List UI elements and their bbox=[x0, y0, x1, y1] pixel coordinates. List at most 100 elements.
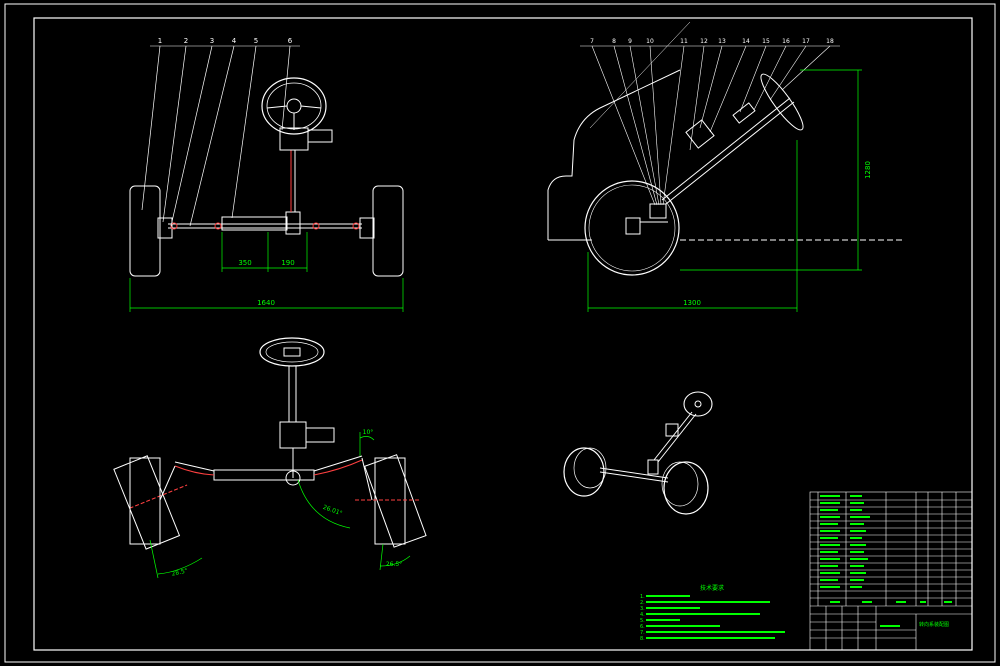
top-hub bbox=[283, 347, 301, 357]
joint bbox=[312, 222, 320, 230]
leader-line bbox=[141, 45, 161, 211]
top-left-wheel bbox=[113, 455, 188, 550]
top-right-tie-rod bbox=[313, 459, 363, 476]
top-left-tie-rod bbox=[174, 465, 215, 476]
callout-4: 4 bbox=[232, 37, 237, 45]
dim-190: 190 bbox=[281, 259, 294, 267]
leader-line bbox=[189, 45, 235, 227]
body-outline bbox=[547, 69, 681, 240]
front-right-wheel bbox=[372, 185, 404, 277]
side-dimensions bbox=[587, 69, 862, 312]
title-block bbox=[809, 491, 973, 651]
top-angle-dimensions bbox=[149, 432, 411, 579]
leader-line bbox=[170, 45, 213, 227]
iso-steering-wheel bbox=[683, 391, 713, 417]
front-left-wheel bbox=[129, 185, 161, 277]
bom-text-bars bbox=[820, 495, 952, 627]
top-steering-wheel bbox=[259, 337, 325, 367]
iso-hub bbox=[694, 400, 702, 408]
side-column-motor bbox=[732, 102, 756, 124]
front-view: 1 2 3 4 5 6 350 190 1640 bbox=[129, 37, 404, 312]
side-column-gearbox bbox=[685, 119, 715, 149]
callout-10: 10 bbox=[646, 38, 654, 45]
side-gearbox bbox=[649, 203, 667, 219]
technical-requirements: 技术要求 1. 2. 3. 4. 5. 6. 7. 8. bbox=[640, 584, 785, 642]
outer-frame bbox=[4, 3, 996, 663]
column-motor bbox=[307, 129, 333, 143]
note-line: 8. bbox=[640, 636, 645, 642]
note-line: 1. bbox=[640, 594, 645, 600]
iso-left-wheel bbox=[563, 447, 605, 497]
side-column bbox=[661, 97, 791, 201]
callout-18: 18 bbox=[826, 38, 834, 45]
iso-tie-rod-2 bbox=[599, 471, 669, 483]
steering-hub bbox=[286, 98, 302, 114]
top-pinion bbox=[285, 470, 301, 486]
note-line: 2. bbox=[640, 600, 645, 606]
hub-assembly bbox=[625, 217, 641, 235]
callout-3: 3 bbox=[210, 37, 214, 45]
note-line: 5. bbox=[640, 618, 645, 624]
top-left-tie-rod-outline bbox=[174, 461, 215, 472]
note-line: 6. bbox=[640, 624, 645, 630]
front-dimensions bbox=[129, 232, 404, 312]
leader-line bbox=[162, 45, 187, 223]
iso-right-wheel bbox=[663, 461, 709, 515]
callout-16: 16 bbox=[782, 38, 790, 45]
callout-17: 17 bbox=[802, 38, 810, 45]
dim-350: 350 bbox=[238, 259, 251, 267]
callout-6: 6 bbox=[288, 37, 293, 45]
angle-top-right: 10° bbox=[363, 429, 374, 436]
callout-13: 13 bbox=[718, 38, 726, 45]
inner-frame bbox=[33, 17, 973, 651]
drawing-name: 转向系装配图 bbox=[919, 621, 949, 628]
side-view: 7 8 9 10 11 12 13 14 15 16 17 18 1280 13… bbox=[547, 21, 905, 312]
notes-lines: 1. 2. 3. 4. 5. 6. 7. 8. bbox=[640, 594, 645, 642]
leader-line bbox=[231, 45, 257, 219]
side-wheel-inner bbox=[588, 184, 676, 272]
callout-14: 14 bbox=[742, 38, 750, 45]
column-gearbox bbox=[279, 127, 309, 151]
iso-right-wheel-face bbox=[661, 461, 699, 507]
top-motor bbox=[305, 427, 335, 443]
angle-left: 28.5° bbox=[171, 567, 188, 577]
callout-9: 9 bbox=[628, 38, 632, 45]
top-steering-wheel-inner bbox=[265, 341, 319, 363]
steering-wheel bbox=[261, 77, 327, 135]
angle-center: 26.01° bbox=[322, 504, 343, 517]
rack-housing bbox=[221, 216, 288, 231]
top-right-wheel-straight bbox=[374, 457, 406, 545]
iso-column-gearbox bbox=[665, 423, 679, 437]
callout-7: 7 bbox=[590, 38, 594, 45]
top-gearbox bbox=[279, 421, 307, 449]
joint bbox=[352, 222, 360, 230]
callout-1: 1 bbox=[158, 37, 162, 45]
spoke bbox=[300, 105, 322, 109]
callout-5: 5 bbox=[254, 37, 258, 45]
note-line: 7. bbox=[640, 630, 645, 636]
callout-8: 8 bbox=[612, 38, 616, 45]
iso-tie-rod bbox=[599, 467, 669, 479]
side-wheel bbox=[584, 180, 680, 276]
right-steering-arm bbox=[361, 457, 373, 501]
left-steering-arm bbox=[159, 465, 176, 501]
notes-title: 技术要求 bbox=[700, 584, 724, 592]
iso-left-wheel-face bbox=[573, 447, 607, 489]
top-view: 28.5° 26.01° 26.5° 10° bbox=[113, 337, 427, 579]
isometric-view bbox=[563, 391, 713, 515]
leader-line bbox=[281, 45, 291, 131]
spoke bbox=[266, 105, 288, 109]
note-line: 3. bbox=[640, 606, 645, 612]
callout-12: 12 bbox=[700, 38, 708, 45]
top-right-wheel bbox=[364, 454, 427, 548]
side-column-2 bbox=[665, 101, 795, 205]
iso-column-2 bbox=[657, 413, 697, 463]
callout-2: 2 bbox=[184, 37, 188, 45]
iso-gearbox bbox=[647, 459, 659, 475]
side-leader-lines bbox=[580, 21, 840, 206]
angle-right: 26.5° bbox=[386, 561, 402, 568]
callout-11: 11 bbox=[680, 38, 688, 45]
right-knuckle bbox=[359, 217, 375, 239]
dim-1640: 1640 bbox=[257, 299, 275, 307]
